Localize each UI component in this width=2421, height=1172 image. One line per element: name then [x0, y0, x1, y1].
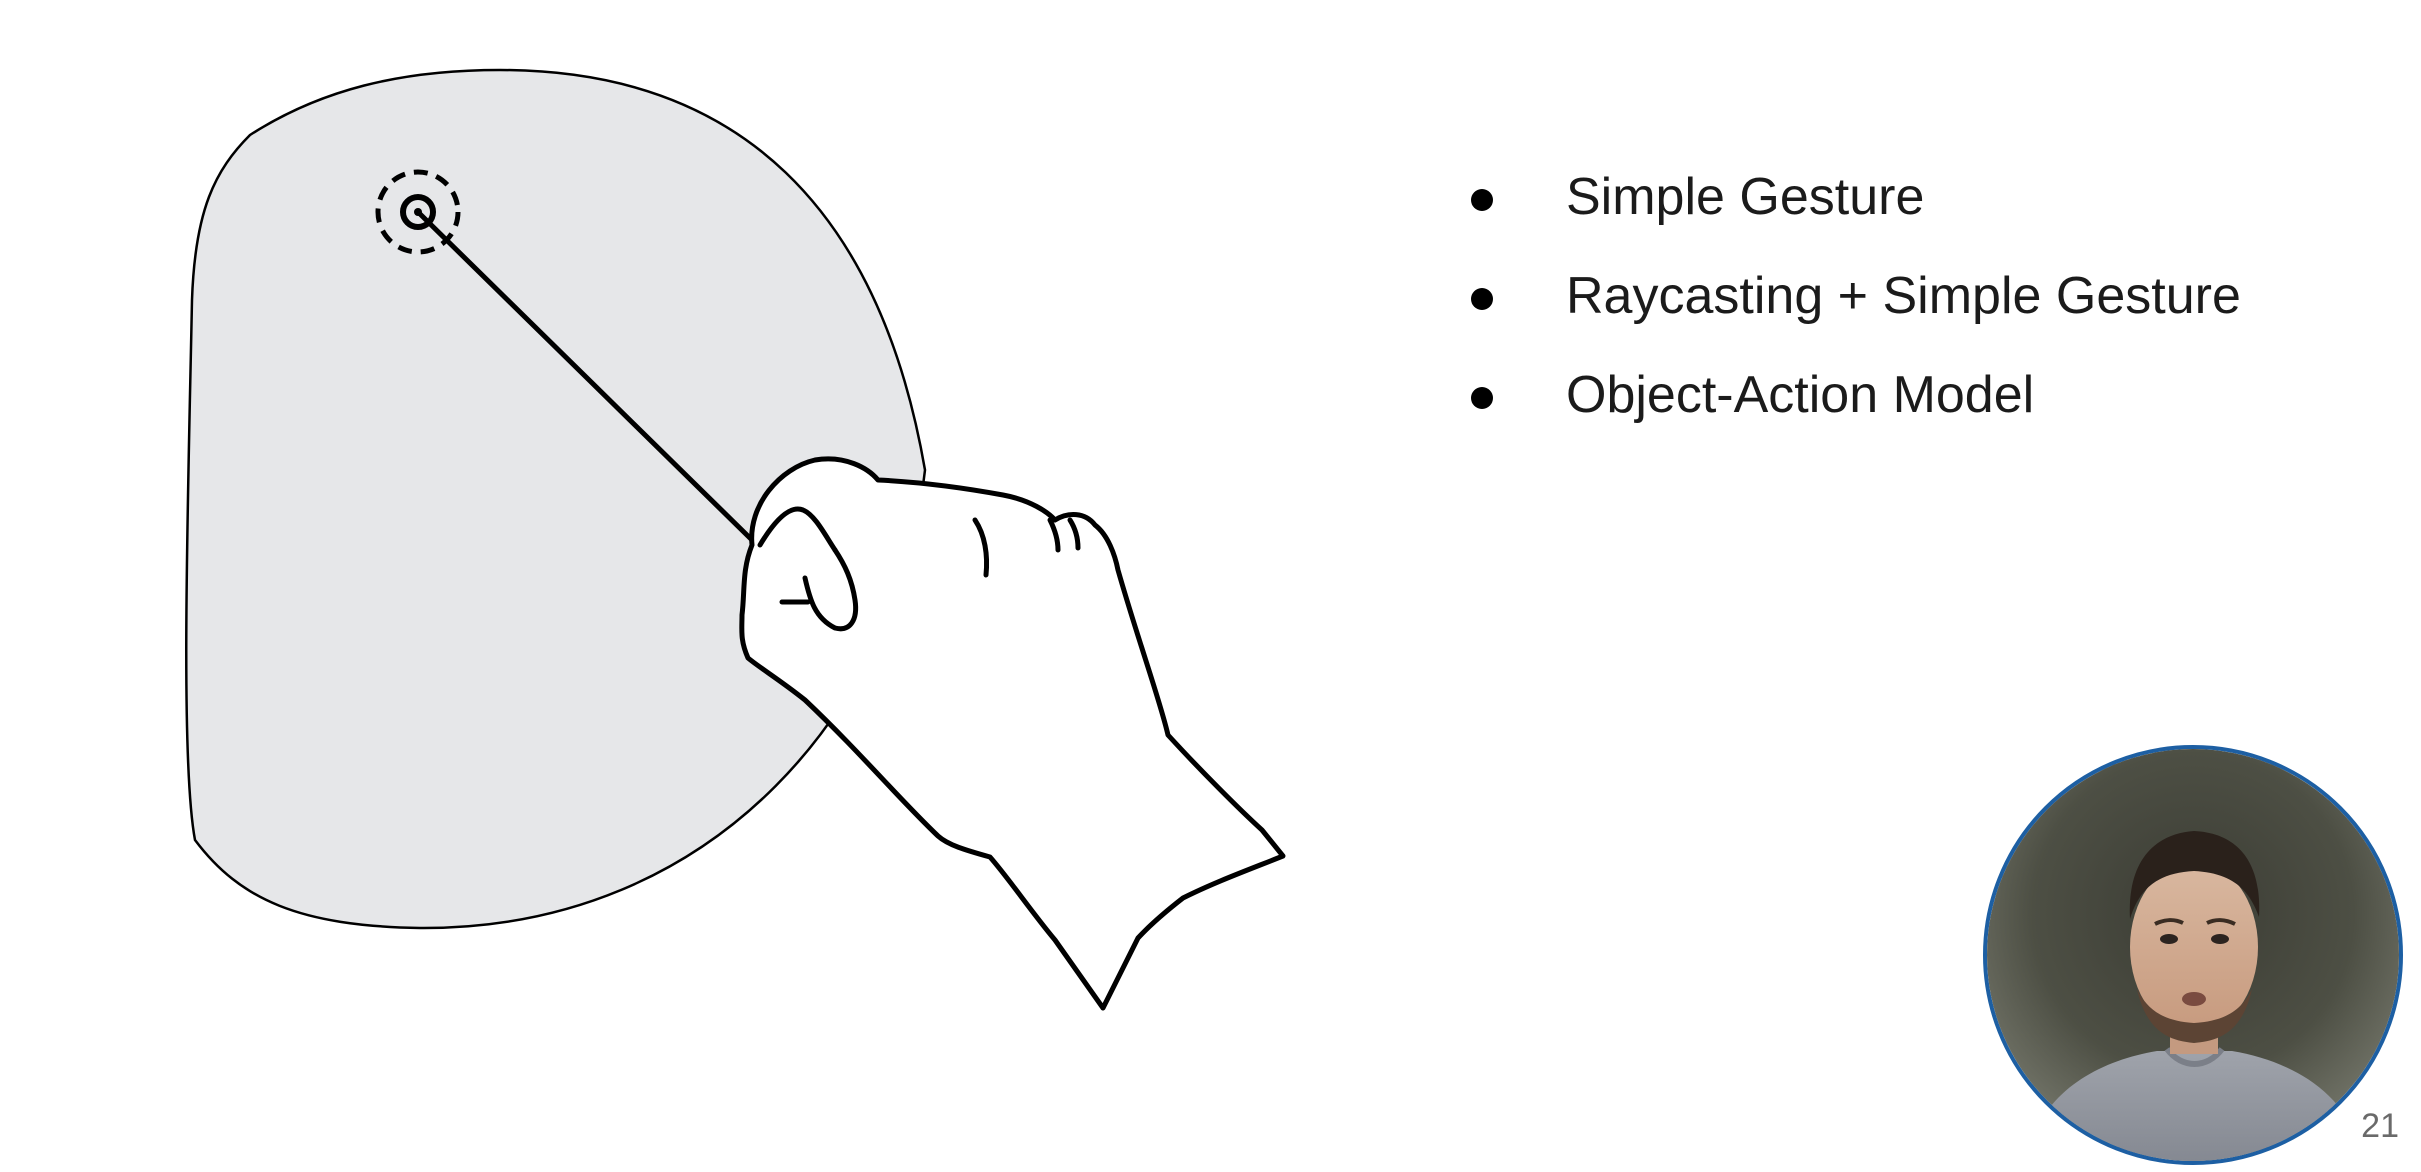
ray-pinch-illustration	[185, 68, 1286, 1011]
field-of-view-shape	[185, 68, 927, 930]
bullet-dot-icon	[1471, 387, 1493, 409]
presenter-webcam	[1983, 745, 2403, 1165]
pointing-ray	[416, 210, 754, 542]
bullet-item: Object-Action Model	[1460, 358, 2241, 457]
pinching-hand-icon	[739, 456, 1286, 1011]
bullet-dot-icon	[1471, 189, 1493, 211]
bullet-dot-icon	[1471, 288, 1493, 310]
bullet-text: Simple Gesture	[1566, 168, 1925, 226]
slide-page-number: 21	[2361, 1107, 2399, 1145]
bullet-item: Simple Gesture	[1460, 160, 2241, 259]
bullet-item: Raycasting + Simple Gesture	[1460, 259, 2241, 358]
bullet-list: Simple Gesture Raycasting + Simple Gestu…	[1460, 160, 2241, 457]
bullet-text: Raycasting + Simple Gesture	[1566, 267, 2241, 325]
bullet-text: Object-Action Model	[1566, 366, 2035, 424]
